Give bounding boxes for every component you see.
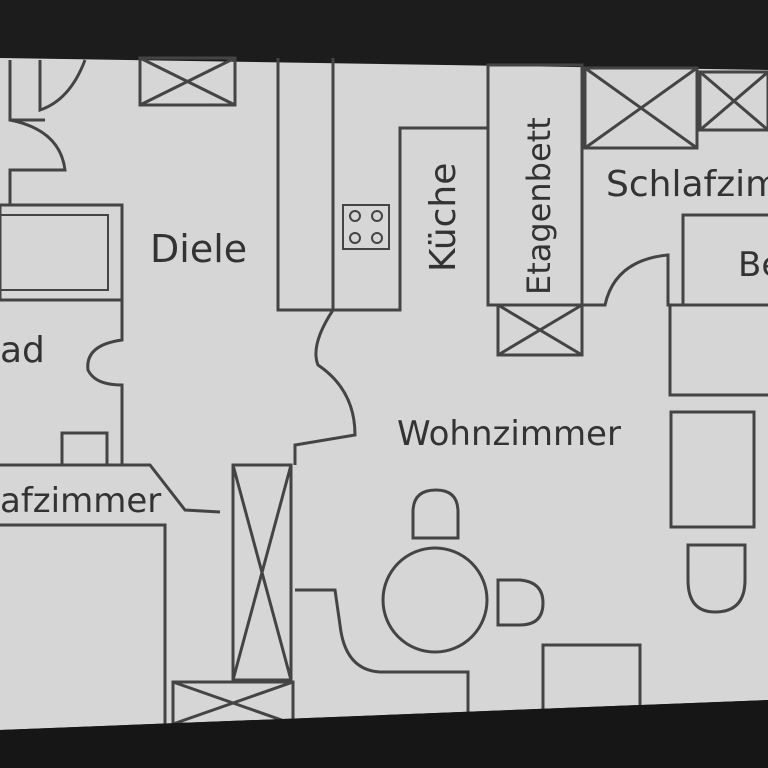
room-label-wohnzimmer: Wohnzimmer [397,414,621,454]
chair-right-table [496,578,545,627]
chair-top [411,488,460,540]
bad-door [86,205,124,465]
stove [342,204,390,250]
living-door [293,309,357,465]
room-label-schlafzimmer-left: afzimmer [0,481,161,521]
wardrobe-right-2 [698,70,768,132]
door-swing [38,59,87,113]
room-label-bed-right: Be [738,245,768,285]
wardrobe-right-1 [583,66,699,150]
chair-right [686,543,747,614]
walls [0,56,768,730]
sofa [295,588,470,715]
room-label-schlafzimmer-right: Schlafzim [606,164,768,205]
door-swing-left [8,118,67,205]
cabinet-below-bunk [496,303,584,357]
bed-left [0,523,167,730]
bathtub-inner [0,214,109,291]
wardrobe-top [138,56,237,107]
room-label-kueche: Küche [423,163,464,272]
room-label-etagenbett: Etagenbett [520,117,558,295]
bedroom-door-right [582,253,768,307]
bed-right [681,213,768,305]
plan-paper [0,58,768,730]
tall-cabinet [231,463,293,682]
wall-bottom-left [0,463,221,514]
room-label-diele: Diele [150,227,247,271]
bottom-bezel [0,700,768,768]
shelf-right [669,410,756,529]
sideboard-right [668,305,768,397]
dining-table [381,546,489,654]
room-label-bad: ad [0,330,45,371]
cabinet-bottom-right [541,643,642,712]
kitchen-counter [276,58,488,312]
